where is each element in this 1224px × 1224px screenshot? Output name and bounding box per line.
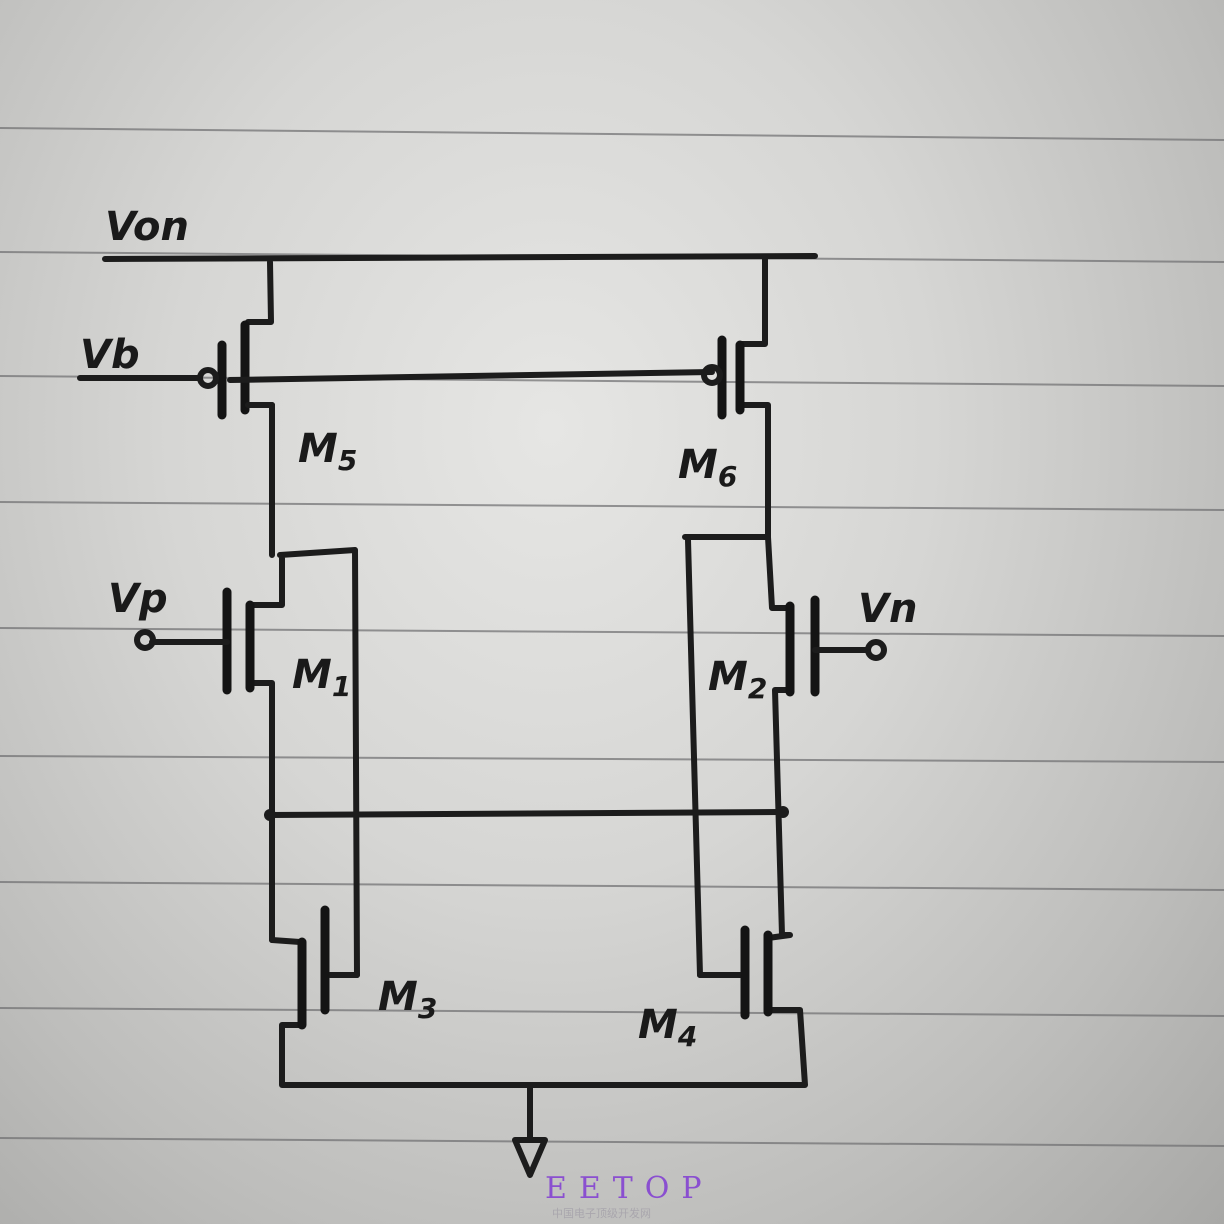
watermark-brand: EETOP — [545, 1171, 714, 1206]
label-vn: Vn — [858, 586, 917, 632]
junction-dot — [264, 809, 276, 821]
label-m5: M5 — [298, 426, 357, 477]
junction-dot — [777, 806, 789, 818]
cross-coupling-wire — [267, 809, 786, 818]
supply-rail — [102, 253, 818, 262]
label-vb: Vb — [80, 332, 140, 378]
transistor-m2 — [682, 534, 887, 978]
watermark-tagline: 中国电子顶级开发网 — [552, 1206, 651, 1220]
label-von: Von — [105, 204, 189, 250]
label-m4: M4 — [638, 1002, 697, 1053]
label-m1: M1 — [292, 652, 351, 703]
transistor-m3 — [269, 905, 808, 1088]
transistor-m6 — [701, 255, 771, 540]
label-vp: Vp — [108, 576, 168, 622]
ground-icon — [512, 1082, 548, 1178]
label-m2: M2 — [708, 654, 767, 705]
label-m6: M6 — [678, 442, 737, 493]
transistor-m5 — [197, 259, 275, 558]
bias-wire — [77, 369, 715, 383]
transistor-m1 — [134, 547, 360, 978]
transistor-m4 — [697, 925, 793, 1020]
paper-rules — [0, 127, 1224, 1147]
label-m3: M3 — [378, 974, 437, 1025]
